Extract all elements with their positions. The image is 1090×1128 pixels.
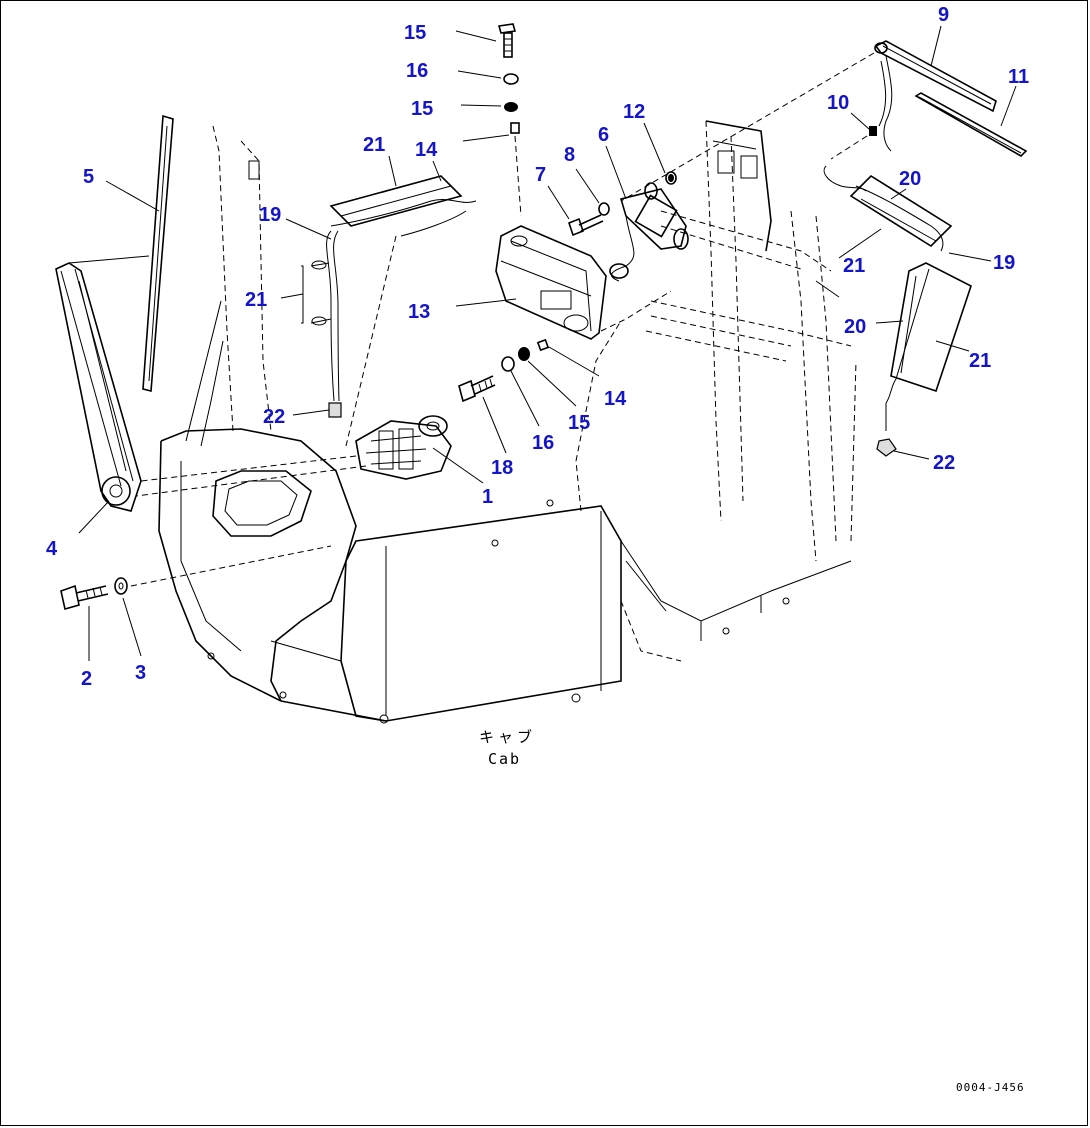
callout-7: 7 <box>535 164 546 186</box>
callout-22-right: 22 <box>933 452 955 474</box>
callout-1: 1 <box>482 486 493 508</box>
callout-8: 8 <box>564 144 575 166</box>
callout-19-left: 19 <box>259 204 281 226</box>
callout-19-right: 19 <box>993 252 1015 274</box>
right-wiper <box>620 40 1028 457</box>
callout-5: 5 <box>83 166 94 188</box>
callout-20-mid: 20 <box>844 316 866 338</box>
callout-17: 15 <box>404 22 426 44</box>
callout-21-right: 21 <box>969 350 991 372</box>
rear-motor <box>568 171 689 332</box>
callout-4: 4 <box>46 538 58 560</box>
callout-6: 6 <box>598 124 609 146</box>
callout-3: 3 <box>135 662 146 684</box>
caption-japanese: キャブ <box>479 728 536 746</box>
callout-22-left: 22 <box>263 406 285 428</box>
callout-15-top: 15 <box>411 98 433 120</box>
callout-16-top: 16 <box>406 60 428 82</box>
bolt-washer <box>60 545 332 611</box>
callout-21-left: 21 <box>245 289 267 311</box>
callout-14-top: 14 <box>415 139 438 161</box>
leader-lines <box>78 25 1017 661</box>
callout-18: 18 <box>491 457 513 479</box>
callout-11: 11 <box>1008 66 1029 88</box>
caption-english: Cab <box>488 750 521 768</box>
left-wiper <box>55 114 174 512</box>
callout-14-lower: 14 <box>604 388 627 410</box>
motor-cover <box>495 225 607 340</box>
callout-2: 2 <box>81 668 92 690</box>
cab-structure <box>158 120 857 724</box>
callout-20-top: 20 <box>899 168 921 190</box>
callout-15-lower: 15 <box>568 412 590 434</box>
wiper-motor <box>135 415 452 497</box>
lower-fasteners <box>458 338 550 403</box>
callout-10: 10 <box>827 92 849 114</box>
callout-12: 12 <box>623 101 645 123</box>
callout-21-mid: 21 <box>843 255 865 277</box>
callout-9: 9 <box>938 4 949 26</box>
document-id: 0004-J456 <box>956 1081 1025 1094</box>
callout-16-lower: 16 <box>532 432 554 454</box>
callout-13: 13 <box>408 301 430 323</box>
left-harness <box>310 175 477 447</box>
callout-21-top: 21 <box>363 134 385 156</box>
top-fasteners <box>497 23 522 217</box>
callout-labels: 15 16 15 14 21 5 19 21 22 13 7 8 6 12 14… <box>46 4 1029 690</box>
